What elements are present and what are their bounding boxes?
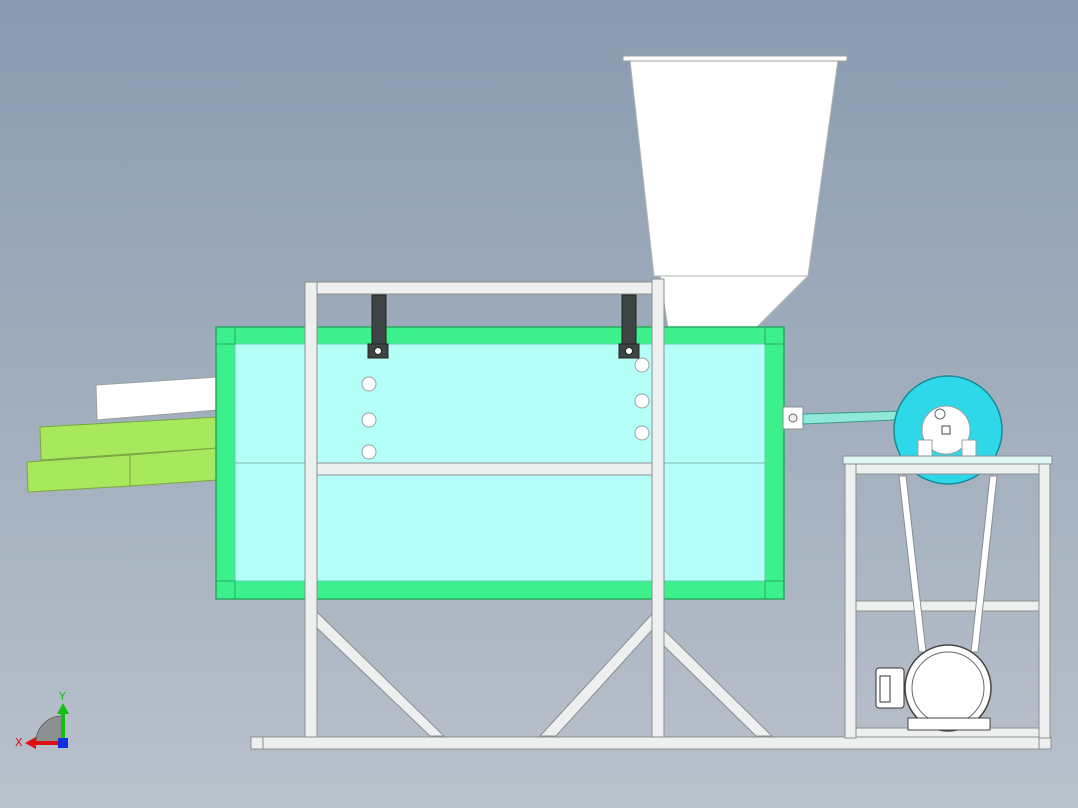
hole	[634, 357, 650, 373]
tank-corner-tl	[215, 326, 236, 345]
base-beam	[250, 736, 1052, 750]
hole	[361, 376, 377, 392]
tank-corner-br	[764, 580, 785, 600]
hanger-right	[621, 294, 637, 346]
hole	[361, 444, 377, 460]
bearing-left	[917, 439, 933, 457]
hanger-left	[371, 294, 387, 346]
base-cap-left	[250, 736, 264, 750]
chute-white	[95, 376, 219, 421]
triad-x-label: X	[15, 736, 23, 749]
triad-x-arrow	[25, 737, 36, 749]
triad-y-arrow	[57, 703, 69, 714]
hole	[634, 393, 650, 409]
hopper-throat	[659, 275, 810, 329]
main-frame	[250, 278, 1052, 750]
belt-right	[970, 475, 998, 653]
stand-mid-beam	[855, 600, 1040, 612]
frame-top-beam	[304, 281, 665, 295]
triad-z-axis	[58, 738, 68, 748]
brace-right	[663, 628, 774, 737]
hanger-right-bolt	[625, 347, 633, 355]
brace-center	[538, 612, 653, 737]
frame-post-left	[304, 281, 318, 739]
hole	[361, 412, 377, 428]
tank-corner-bl	[215, 580, 236, 600]
frame-post-right	[651, 278, 665, 739]
hanger-left-bolt	[374, 347, 382, 355]
motor-stand	[842, 455, 1053, 739]
base-cap-right	[1038, 736, 1052, 750]
hanger-links	[367, 294, 640, 359]
tank-holes	[361, 357, 650, 460]
belt-left	[898, 475, 927, 653]
hole	[634, 425, 650, 441]
discharge-chutes	[26, 376, 219, 493]
stand-top-beam	[854, 463, 1041, 475]
motor-foot	[907, 717, 991, 731]
feed-hopper	[622, 55, 848, 329]
stand-post-left	[844, 463, 857, 739]
coordinate-triad: Y X	[15, 690, 69, 749]
hopper-body	[629, 59, 839, 277]
motor-face	[911, 651, 985, 725]
frame-mid-beam	[304, 462, 665, 476]
brace-left	[316, 610, 446, 737]
stand-top-plate	[842, 455, 1053, 465]
chute-green-lower	[26, 454, 131, 493]
chute-green-lower-right	[129, 447, 219, 487]
motor-terminal-fins	[879, 675, 891, 703]
crank-pin	[934, 408, 946, 420]
rod-bracket-pin	[788, 413, 798, 423]
hopper-rim	[622, 55, 848, 62]
electric-motor	[875, 644, 992, 732]
bearing-right	[961, 439, 977, 457]
hub-key	[941, 425, 951, 435]
stand-post-right	[1038, 463, 1051, 739]
tank-corner-tr	[764, 326, 785, 345]
triad-y-label: Y	[58, 690, 66, 703]
drive-belts	[898, 475, 998, 653]
